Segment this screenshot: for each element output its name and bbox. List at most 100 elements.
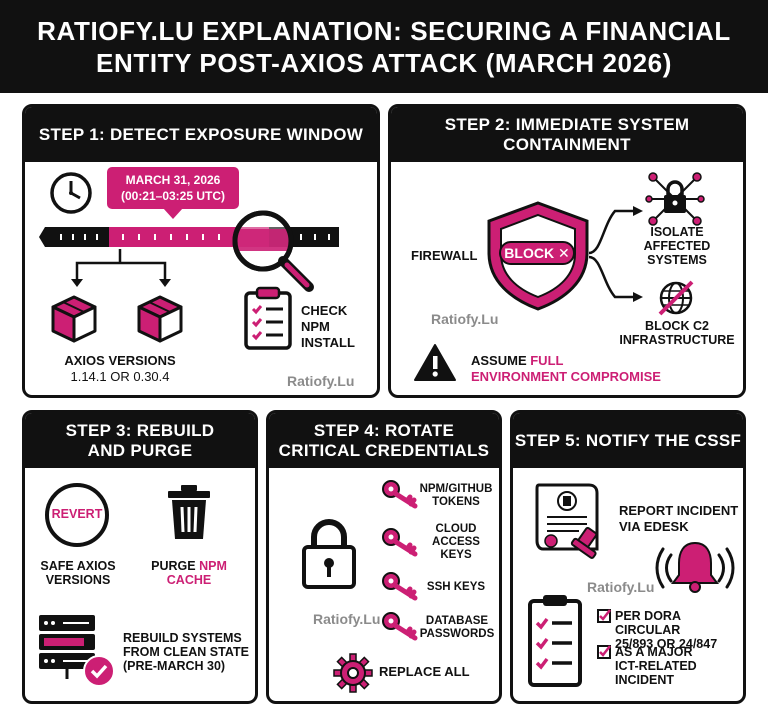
key-icon	[382, 528, 418, 557]
credential-2-line1: SSH KEYS	[426, 581, 486, 593]
report-line2: VIA EDESK	[619, 519, 689, 534]
page-header: RATIOFY.LU EXPLANATION: SECURING A FINAN…	[0, 0, 768, 93]
credential-0-line2: TOKENS	[432, 496, 480, 508]
branch-arrows	[588, 206, 643, 302]
revert-label: REVERT	[51, 507, 103, 521]
blocked-globe-icon	[658, 280, 694, 316]
check-line3: INSTALL	[301, 335, 355, 350]
step1-heading: STEP 1: DETECT EXPOSURE WINDOW	[25, 107, 377, 162]
dora-circular-label: PER DORA CIRCULAR 25/893 OR 24/847	[615, 609, 743, 651]
axios-versions-label: AXIOS VERSIONS 1.14.1 OR 0.30.4	[35, 353, 205, 385]
check-npm-label: CHECK NPM INSTALL	[301, 303, 355, 351]
step2-heading-line1: STEP 2: IMMEDIATE SYSTEM	[444, 114, 690, 134]
credential-ssh-keys: SSH KEYS	[419, 581, 493, 594]
credential-1-line1: CLOUD	[435, 523, 477, 535]
versions-line1: AXIOS VERSIONS	[64, 353, 176, 368]
step1-heading-text: STEP 1: DETECT EXPOSURE WINDOW	[38, 124, 364, 144]
assume-highlight1: FULL	[530, 353, 564, 368]
blockc2-line1: BLOCK C2	[645, 319, 709, 333]
branch-connector	[71, 249, 171, 287]
assume-prefix: ASSUME	[471, 353, 531, 368]
safe-line2: VERSIONS	[45, 573, 111, 587]
package-icon	[51, 295, 97, 343]
page-title-line1: RATIOFY.LU EXPLANATION: SECURING A FINAN…	[37, 15, 731, 46]
isolate-line1: ISOLATE	[650, 225, 704, 239]
step5-heading: STEP 5: NOTIFY THE CSSF	[513, 413, 743, 468]
padlock-icon	[302, 519, 356, 589]
exposure-time: (00:21–03:25 UTC)	[120, 189, 226, 203]
key-icon	[382, 480, 418, 509]
step4-panel: STEP 4: ROTATE CRITICAL CREDENTIALS NPM/…	[266, 410, 502, 704]
report-incident-label: REPORT INCIDENT VIA EDESK	[619, 503, 738, 535]
major-line3: INCIDENT	[615, 673, 675, 687]
checkbox-icon	[597, 609, 611, 623]
block-c2-label: BLOCK C2 INFRASTRUCTURE	[617, 319, 737, 347]
package-icon	[137, 295, 183, 343]
exposure-window-callout: MARCH 31, 2026 (00:21–03:25 UTC)	[107, 167, 239, 209]
block-label: BLOCK	[504, 245, 555, 261]
purge-highlight: NPM	[199, 559, 227, 573]
gear-icon	[333, 653, 373, 693]
magnifier-icon	[232, 210, 314, 292]
step3-panel: STEP 3: REBUILD AND PURGE REVERT SAFE AX…	[22, 410, 258, 704]
dora-line2: 25/893 OR 24/847	[615, 637, 718, 651]
credential-cloud-keys: CLOUD ACCESS KEYS	[419, 523, 493, 562]
close-icon: ✕	[557, 245, 570, 261]
credential-npm-github: NPM/GITHUB TOKENS	[419, 483, 493, 509]
step4-heading-line1: STEP 4: ROTATE	[313, 420, 455, 440]
alarm-bell-icon	[655, 541, 735, 593]
key-icon	[382, 612, 418, 641]
credential-3-line1: DATABASE	[425, 615, 489, 627]
check-line2: NPM	[301, 319, 330, 334]
isolate-line3: SYSTEMS	[647, 253, 707, 267]
dora-line1: PER DORA CIRCULAR	[615, 609, 681, 637]
purge-cache-label: PURGE NPM CACHE	[141, 559, 237, 587]
step2-heading: STEP 2: IMMEDIATE SYSTEM CONTAINMENT	[391, 107, 743, 162]
step3-heading-line2: AND PURGE	[87, 440, 193, 460]
rebuild-label: REBUILD SYSTEMS FROM CLEAN STATE (PRE-MA…	[123, 631, 249, 673]
rebuild-line3: (PRE-MARCH 30)	[123, 659, 226, 673]
official-document-icon	[535, 483, 599, 559]
step5-heading-text: STEP 5: NOTIFY THE CSSF	[514, 430, 742, 450]
major-incident-label: AS A MAJOR ICT-RELATED INCIDENT	[615, 645, 697, 687]
watermark: Ratiofy.Lu	[287, 373, 355, 389]
isolate-line2: AFFECTED	[643, 239, 711, 253]
step4-heading-line2: CRITICAL CREDENTIALS	[278, 440, 490, 460]
step2-panel: STEP 2: IMMEDIATE SYSTEM CONTAINMENT FIR…	[388, 104, 746, 398]
rebuild-line2: FROM CLEAN STATE	[123, 645, 249, 659]
key-icon	[382, 572, 418, 601]
revert-icon	[45, 483, 109, 547]
isolate-label: ISOLATE AFFECTED SYSTEMS	[631, 225, 723, 267]
clipboard-icon	[244, 286, 292, 350]
credential-0-line1: NPM/GITHUB	[419, 483, 493, 495]
watermark: Ratiofy.Lu	[587, 579, 655, 595]
report-line1: REPORT INCIDENT	[619, 503, 739, 518]
watermark: Ratiofy.Lu	[313, 611, 381, 627]
rebuild-line1: REBUILD SYSTEMS	[123, 631, 242, 645]
page-title-line2: ENTITY POST-AXIOS ATTACK (MARCH 2026)	[96, 47, 672, 78]
credential-1-line2: ACCESS	[432, 536, 480, 548]
network-lock-icon	[645, 172, 705, 226]
major-line1: AS A MAJOR	[615, 645, 693, 659]
safe-line1: SAFE AXIOS	[40, 559, 116, 573]
callout-pointer	[163, 208, 183, 219]
assume-highlight2: ENVIRONMENT COMPROMISE	[471, 369, 661, 384]
replace-all-label: REPLACE ALL	[379, 664, 470, 679]
assume-compromise-label: ASSUME FULL ENVIRONMENT COMPROMISE	[471, 353, 661, 385]
watermark: Ratiofy.Lu	[431, 311, 499, 327]
check-line1: CHECK	[301, 303, 348, 318]
firewall-label: FIREWALL	[411, 248, 478, 263]
step3-heading-line1: STEP 3: REBUILD	[65, 420, 215, 440]
checkbox-icon	[597, 645, 611, 659]
clock-icon	[50, 172, 92, 214]
block-badge: BLOCK ✕	[499, 241, 575, 265]
blockc2-line2: INFRASTRUCTURE	[619, 333, 735, 347]
server-icon	[39, 615, 115, 687]
step4-heading: STEP 4: ROTATE CRITICAL CREDENTIALS	[269, 413, 499, 468]
step1-panel: STEP 1: DETECT EXPOSURE WINDOW MARCH 31,…	[22, 104, 380, 398]
credential-1-line3: KEYS	[440, 549, 472, 561]
trash-icon	[168, 485, 210, 539]
credential-3-line2: PASSWORDS	[419, 628, 495, 640]
exposure-date: MARCH 31, 2026	[125, 173, 221, 187]
step5-panel: STEP 5: NOTIFY THE CSSF REPORT INCIDENT …	[510, 410, 746, 704]
